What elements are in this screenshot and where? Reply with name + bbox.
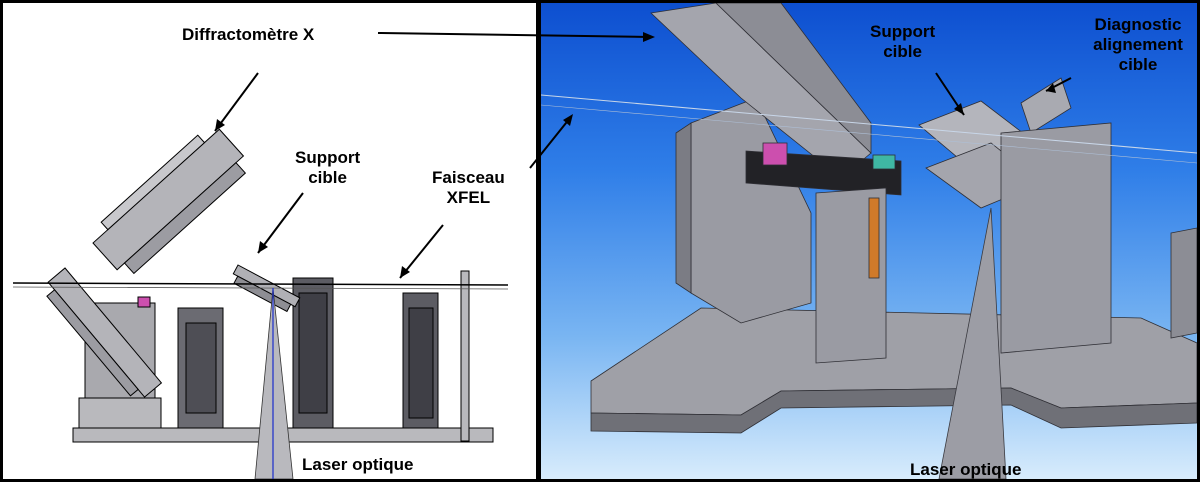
label-support-cible-left-line2: cible <box>308 168 347 187</box>
label-support-cible-right: Support cible <box>870 22 935 62</box>
laser-cone-right <box>938 207 1007 479</box>
label-laser-right: Laser optique <box>910 460 1022 479</box>
central-stage-3d <box>815 187 887 364</box>
diffractometer-lower-arm <box>46 267 163 398</box>
label-diagnostic-line3: cible <box>1118 55 1158 74</box>
label-faisceau-line1: Faisceau <box>432 168 505 187</box>
diagnostic-column <box>1000 122 1112 354</box>
label-diffractometre: Diffractomètre X <box>182 25 315 44</box>
target-support-left <box>232 264 301 313</box>
label-support-cible-left-line1: Support <box>295 148 361 167</box>
arrow-diffractometre <box>214 72 259 132</box>
label-faisceau-line2: XFEL <box>446 188 491 207</box>
label-laser-left: Laser optique <box>302 455 414 474</box>
cad-3d-view <box>541 3 1197 479</box>
left-panel-side-view <box>3 3 536 479</box>
label-support-cible-right-line1: Support <box>870 22 936 41</box>
pink-block-3d <box>762 142 788 166</box>
label-support-cible-right-line2: cible <box>883 42 922 61</box>
arrow-support-cible-left <box>257 192 304 254</box>
arrow-faisceau <box>399 224 444 279</box>
vertical-post <box>460 270 470 442</box>
diagnostic-cone <box>1020 77 1072 134</box>
label-diagnostic-line1: Diagnostic <box>1094 15 1182 34</box>
side-view-drawing <box>12 72 509 479</box>
label-support-cible-left: Support cible <box>295 148 360 188</box>
teal-block-3d <box>872 154 896 170</box>
right-panel-3d-view <box>541 3 1197 479</box>
label-diagnostic-line2: alignement <box>1093 35 1183 54</box>
pink-block <box>137 296 151 308</box>
xfel-beam-line-right <box>541 94 1197 154</box>
diffractometer-arm <box>92 128 247 275</box>
orange-part <box>868 197 880 279</box>
label-faisceau: Faisceau XFEL <box>432 168 505 208</box>
xfel-beam-line-left <box>12 282 509 286</box>
laser-cone-left <box>254 287 294 479</box>
label-diagnostic: Diagnostic alignement cible <box>1088 15 1188 75</box>
